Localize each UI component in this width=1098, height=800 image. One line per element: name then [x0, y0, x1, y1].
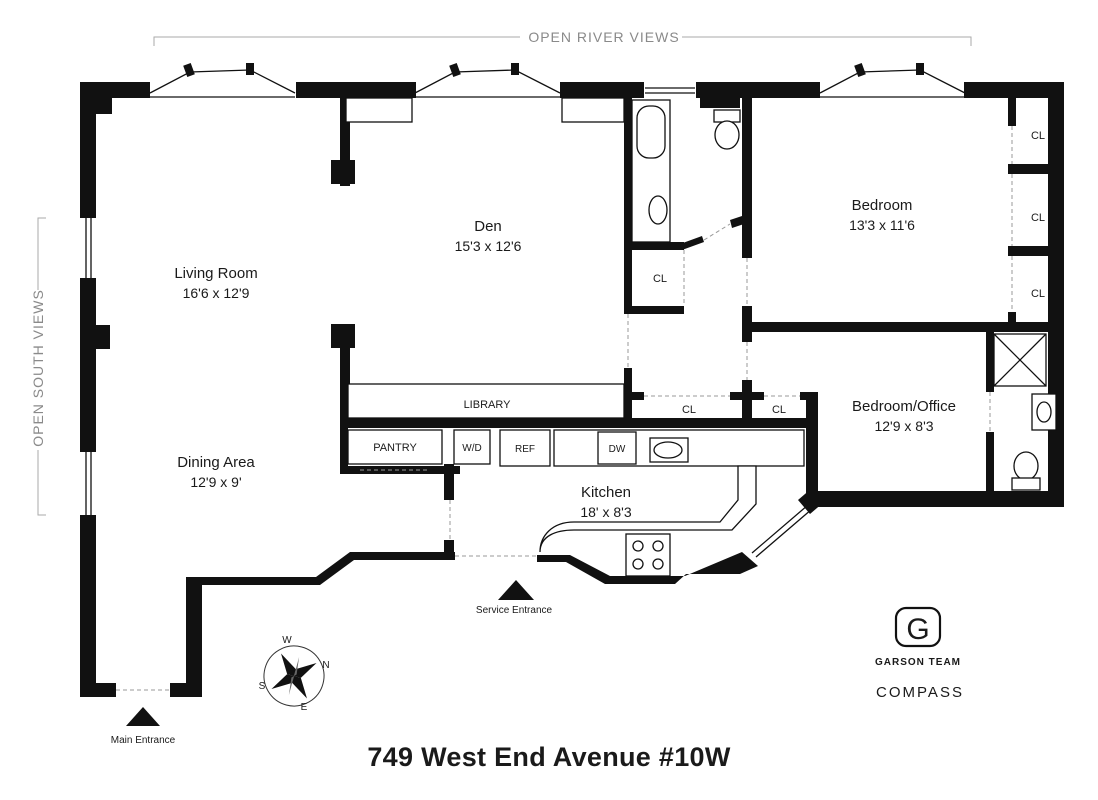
compass-brand-label: COMPASS	[876, 684, 964, 701]
library-label: LIBRARY	[464, 399, 512, 411]
kitchen-dim: 18' x 8'3	[580, 504, 631, 520]
den-bookshelf	[345, 97, 413, 123]
bedroom-office-name: Bedroom/Office	[852, 398, 956, 415]
bath-sink	[648, 195, 668, 225]
bedroom-office-dim: 12'9 x 8'3	[874, 418, 933, 434]
dishwasher	[597, 431, 637, 465]
den-name: Den	[474, 218, 502, 235]
south-views-label: OPEN SOUTH VIEWS	[30, 289, 46, 447]
closet-label: CL	[682, 404, 696, 416]
pantry-label: PANTRY	[373, 442, 417, 454]
closet-label: CL	[1031, 212, 1045, 224]
service-entrance-marker	[498, 580, 534, 600]
compass-rose	[263, 645, 325, 707]
bedroom-dim: 13'3 x 11'6	[849, 217, 915, 233]
compass-west-label: W	[282, 635, 292, 646]
living-room-name: Living Room	[174, 265, 257, 282]
closet-label: CL	[653, 273, 667, 285]
dw-label: DW	[609, 444, 626, 455]
dining-area-name: Dining Area	[177, 454, 255, 471]
south-views-indicator: OPEN SOUTH VIEWS	[30, 217, 46, 516]
compass-north-label: N	[322, 660, 329, 671]
interior-walls	[331, 98, 1048, 560]
windows	[85, 62, 966, 558]
kitchen-sink	[649, 437, 689, 463]
service-entrance-label: Service Entrance	[476, 605, 553, 616]
den-bookshelf	[561, 97, 625, 123]
closet-label: CL	[1031, 288, 1045, 300]
pantry-cabinet	[347, 429, 443, 465]
den-dim: 15'3 x 12'6	[455, 238, 522, 254]
garson-team-label: GARSON TEAM	[875, 657, 961, 668]
cooktop	[625, 533, 671, 577]
property-address: 749 West End Avenue #10W	[367, 742, 731, 772]
washer-dryer	[453, 429, 491, 465]
kitchen-name: Kitchen	[581, 484, 631, 501]
closet-label: CL	[772, 404, 786, 416]
room-labels: Living Room 16'6 x 12'9 Den 15'3 x 12'6 …	[111, 130, 1045, 746]
compass-east-label: E	[301, 702, 308, 713]
office-bath-sink	[1031, 393, 1057, 431]
river-views-label: OPEN RIVER VIEWS	[528, 29, 679, 45]
office-bath-toilet	[1011, 451, 1041, 491]
refrigerator	[499, 429, 551, 467]
shower	[993, 333, 1047, 387]
garson-team-logo: G GARSON TEAM COMPASS	[875, 606, 964, 701]
kitchen-island	[539, 465, 757, 553]
exterior-walls	[80, 82, 1064, 697]
library-shelf	[347, 383, 625, 419]
compass-south-label: S	[259, 681, 266, 692]
living-room-dim: 16'6 x 12'9	[183, 285, 250, 301]
river-views-indicator: OPEN RIVER VIEWS	[153, 29, 972, 46]
toilet	[713, 109, 741, 150]
closet-label: CL	[1031, 130, 1045, 142]
main-entrance-label: Main Entrance	[111, 735, 176, 746]
door-openings	[116, 126, 1013, 691]
bedroom-name: Bedroom	[852, 197, 913, 214]
dining-area-dim: 12'9 x 9'	[190, 474, 241, 490]
wd-label: W/D	[462, 443, 481, 454]
main-entrance-marker	[126, 707, 160, 726]
garson-monogram: G	[906, 613, 929, 646]
ref-label: REF	[515, 444, 535, 455]
fixtures	[345, 97, 1057, 577]
